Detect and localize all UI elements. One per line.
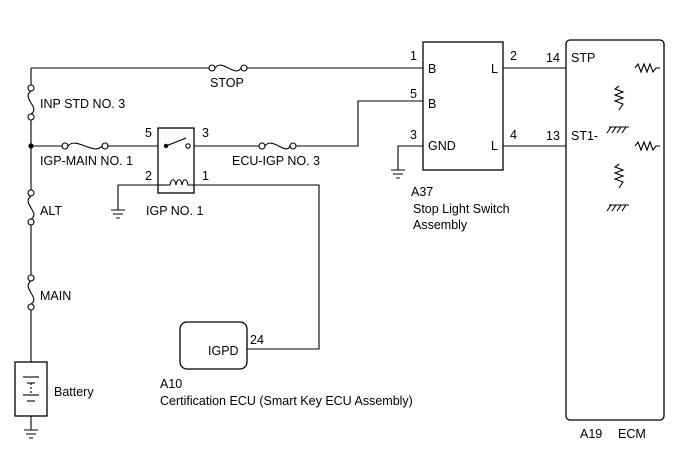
battery-symbol bbox=[14, 361, 48, 417]
sls-pin-5: 5 bbox=[410, 87, 417, 101]
relay-igp-no1 bbox=[157, 127, 195, 194]
ground-symbol bbox=[606, 204, 629, 212]
fuse-ecu-igp bbox=[258, 142, 297, 150]
sls-terminal-gnd: GND bbox=[428, 139, 456, 153]
resistor-symbol bbox=[613, 85, 625, 111]
fuse-alt-label: ALT bbox=[40, 204, 62, 218]
fuse-ecu-igp-label: ECU-IGP NO. 3 bbox=[232, 154, 320, 168]
relay-pin-3: 3 bbox=[202, 126, 209, 140]
ground-symbol bbox=[391, 169, 405, 179]
ecm-name: ECM bbox=[618, 427, 646, 441]
resistor-symbol bbox=[634, 62, 660, 74]
fuse-main-label: MAIN bbox=[40, 289, 71, 303]
fuse-inp-std bbox=[27, 84, 35, 121]
sls-pin-2: 2 bbox=[510, 49, 517, 63]
sls-terminal-l1: L bbox=[491, 62, 498, 76]
fuse-stop-label: STOP bbox=[210, 76, 244, 90]
sls-pin-1: 1 bbox=[410, 49, 417, 63]
certification-ecu-name: Certification ECU (Smart Key ECU Assembl… bbox=[160, 394, 413, 408]
certification-ecu-pin: 24 bbox=[250, 333, 264, 347]
relay-pin-5: 5 bbox=[145, 126, 152, 140]
fuse-igp-main bbox=[61, 142, 109, 150]
sls-terminal-b2: B bbox=[428, 97, 436, 111]
fuse-main bbox=[27, 274, 35, 311]
ground-symbol bbox=[606, 126, 629, 134]
certification-ecu-code: A10 bbox=[160, 377, 182, 391]
sls-code: A37 bbox=[411, 185, 433, 199]
battery-label: Battery bbox=[54, 385, 94, 399]
sls-pin-4: 4 bbox=[510, 128, 517, 142]
ecm-box bbox=[565, 39, 665, 421]
ecm-pin-14: 14 bbox=[546, 51, 560, 65]
relay-pin-1: 1 bbox=[202, 169, 209, 183]
stop-light-switch-box bbox=[422, 41, 504, 171]
fuse-alt bbox=[27, 189, 35, 226]
ecm-terminal-stp: STP bbox=[571, 51, 595, 65]
fuse-stop bbox=[208, 64, 248, 72]
certification-ecu-box bbox=[179, 321, 248, 370]
sls-terminal-b1: B bbox=[428, 62, 436, 76]
sls-pin-3: 3 bbox=[410, 128, 417, 142]
ground-symbol bbox=[24, 429, 38, 439]
ecm-pin-13: 13 bbox=[546, 129, 560, 143]
ecm-code: A19 bbox=[580, 427, 602, 441]
fuse-inp-std-label: INP STD NO. 3 bbox=[40, 97, 125, 111]
relay-label: IGP NO. 1 bbox=[146, 204, 203, 218]
certification-ecu-terminal: IGPD bbox=[208, 344, 239, 358]
resistor-symbol bbox=[613, 163, 625, 189]
resistor-symbol bbox=[634, 140, 660, 152]
sls-name-line2: Assembly bbox=[413, 218, 468, 232]
wires bbox=[30, 67, 635, 430]
sls-name-line1: Stop Light Switch bbox=[413, 202, 510, 216]
splice-point bbox=[28, 143, 34, 149]
ground-symbol bbox=[111, 209, 125, 219]
fuse-igp-main-label: IGP-MAIN NO. 1 bbox=[40, 154, 133, 168]
ecm-terminal-st1: ST1- bbox=[571, 129, 598, 143]
relay-pin-2: 2 bbox=[145, 169, 152, 183]
sls-terminal-l2: L bbox=[491, 139, 498, 153]
